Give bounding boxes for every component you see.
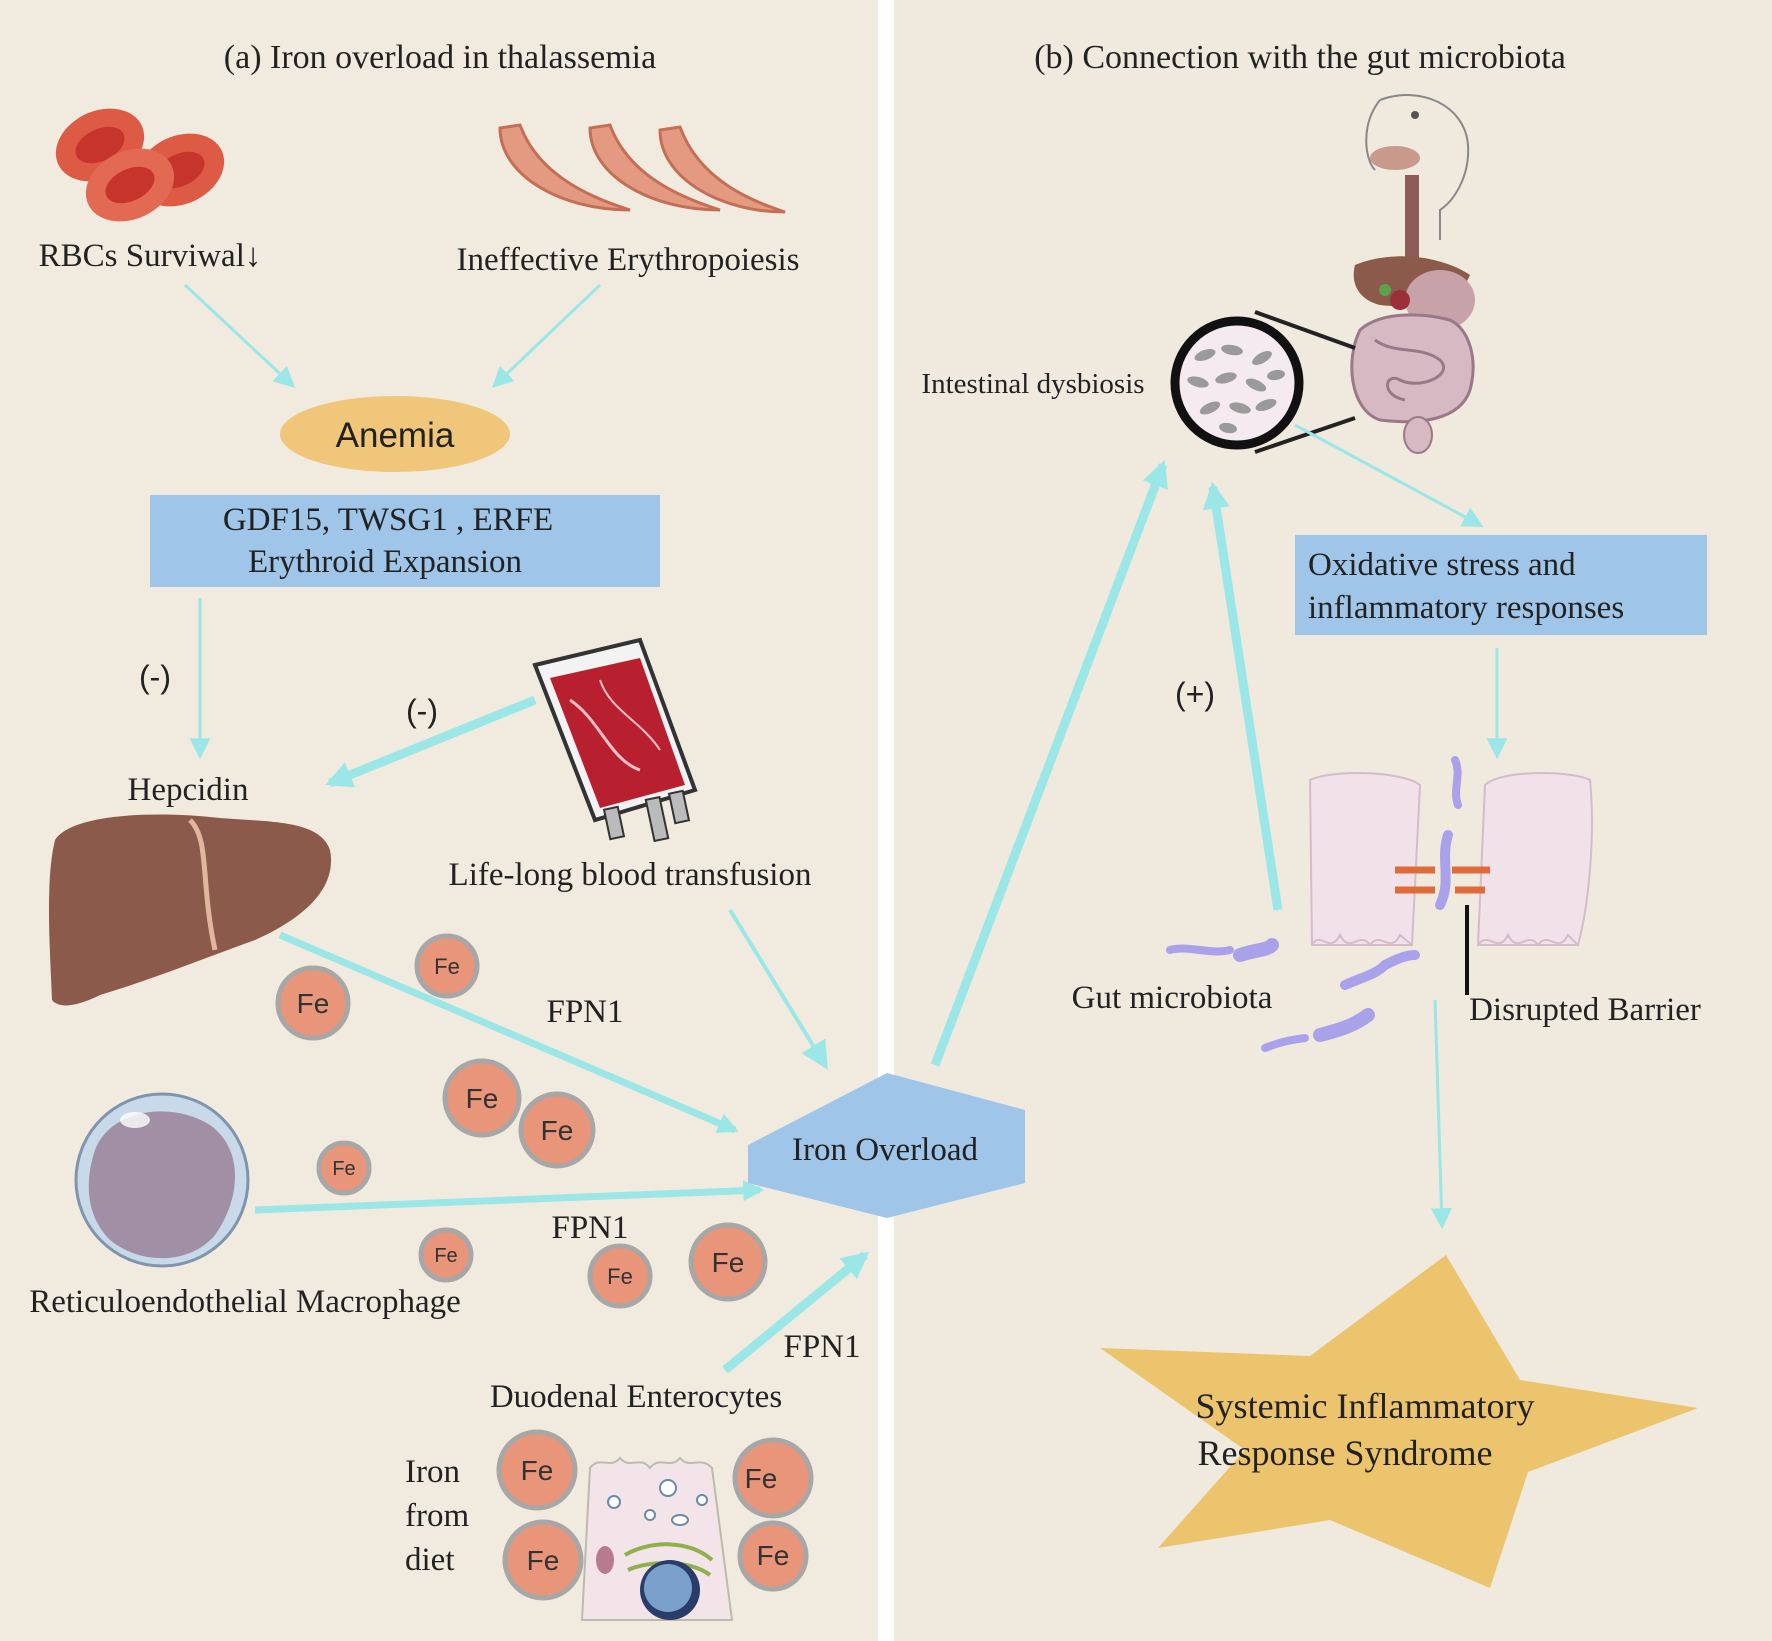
transfusion-label: Life-long blood transfusion bbox=[449, 857, 812, 893]
gut-microbiota-illustration bbox=[1166, 938, 1420, 1052]
panel-divider bbox=[878, 0, 894, 1641]
dietary-iron-particles: Fe Fe Fe Fe bbox=[496, 1429, 814, 1601]
digestive-system-illustration bbox=[1350, 94, 1475, 454]
sirs-line1: Systemic Inflammatory bbox=[1196, 1386, 1535, 1426]
oxidative-stress-line2: inflammatory responses bbox=[1308, 590, 1624, 626]
fe-circle: Fe bbox=[275, 965, 351, 1041]
promotion-sign: (+) bbox=[1175, 676, 1215, 712]
fe-circle: Fe bbox=[418, 1227, 474, 1283]
svg-text:Fe: Fe bbox=[757, 1540, 790, 1571]
hepcidin-label: Hepcidin bbox=[128, 772, 249, 808]
fpn1-label-enterocytes: FPN1 bbox=[783, 1329, 860, 1365]
svg-text:Fe: Fe bbox=[332, 1158, 355, 1180]
fe-circle: Fe bbox=[442, 1058, 522, 1138]
arrow-rbc-to-anemia bbox=[183, 283, 296, 388]
macrophage-label: Reticuloendothelial Macrophage bbox=[29, 1284, 461, 1320]
gut-microbiota-label: Gut microbiota bbox=[1072, 980, 1273, 1016]
sickle-cells-illustration bbox=[498, 123, 786, 214]
enterocyte-illustration bbox=[580, 1456, 734, 1621]
svg-text:Fe: Fe bbox=[521, 1455, 554, 1486]
erythroid-expansion-box bbox=[150, 495, 660, 587]
panel-a-title: (a) Iron overload in thalassemia bbox=[224, 39, 656, 76]
arrow-iron-overload-to-dysbiosis bbox=[930, 459, 1168, 1067]
fe-circle: Fe bbox=[732, 1437, 814, 1519]
arrow-enterocytes-to-iron-overload bbox=[722, 1251, 870, 1374]
svg-text:Fe: Fe bbox=[712, 1247, 745, 1278]
liver-illustration bbox=[48, 814, 332, 1006]
fe-circle: Fe bbox=[502, 1519, 584, 1601]
erythroid-expansion-label: Erythroid Expansion bbox=[248, 544, 522, 580]
disrupted-barrier-label: Disrupted Barrier bbox=[1469, 992, 1701, 1028]
iron-overload-node bbox=[748, 1073, 1025, 1218]
rbc-survival-label: RBCs Surviwal↓ bbox=[39, 238, 262, 274]
svg-text:Fe: Fe bbox=[434, 1245, 457, 1267]
inhibition-sign-gdf: (-) bbox=[139, 659, 171, 695]
arrow-erythropoiesis-to-anemia bbox=[491, 283, 602, 388]
arrow-liver-to-iron-overload bbox=[278, 931, 739, 1134]
iron-overload-label: Iron Overload bbox=[792, 1132, 979, 1168]
oxidative-stress-box bbox=[1295, 535, 1707, 635]
iron-particles: Fe Fe Fe Fe Fe Fe Fe Fe bbox=[275, 933, 768, 1309]
svg-text:Fe: Fe bbox=[607, 1264, 633, 1289]
iron-from-diet-line1: Iron bbox=[405, 1454, 460, 1490]
dysbiosis-magnifier bbox=[1170, 316, 1304, 450]
sirs-line2: Response Syndrome bbox=[1198, 1433, 1493, 1473]
fpn1-label-macrophage: FPN1 bbox=[551, 1210, 628, 1246]
arrow-microbiota-to-dysbiosis bbox=[1202, 481, 1283, 911]
anemia-label: Anemia bbox=[336, 416, 455, 455]
svg-text:Fe: Fe bbox=[434, 954, 460, 979]
anemia-node bbox=[280, 396, 510, 472]
arrow-barrier-to-sirs bbox=[1430, 999, 1452, 1230]
blood-bag-illustration bbox=[532, 637, 698, 843]
duodenal-enterocytes-label: Duodenal Enterocytes bbox=[490, 1379, 782, 1415]
intestinal-barrier-illustration bbox=[1308, 756, 1593, 995]
fe-circle: Fe bbox=[688, 1222, 768, 1302]
fpn1-label-liver: FPN1 bbox=[546, 994, 623, 1030]
fe-circle: Fe bbox=[518, 1091, 596, 1169]
arrow-transfusion-to-hepcidin bbox=[324, 695, 537, 788]
inhibition-sign-transfusion: (-) bbox=[406, 693, 438, 729]
fe-circle: Fe bbox=[414, 933, 480, 999]
panel-b-title: (b) Connection with the gut microbiota bbox=[1034, 39, 1566, 76]
fe-circle: Fe bbox=[496, 1429, 578, 1511]
sirs-star bbox=[1100, 1255, 1698, 1588]
fe-circle: Fe bbox=[737, 1520, 809, 1592]
fe-circle: Fe bbox=[587, 1243, 653, 1309]
fe-circle: Fe bbox=[316, 1140, 372, 1196]
svg-text:Fe: Fe bbox=[541, 1115, 574, 1146]
arrow-macrophage-to-iron-overload bbox=[254, 1180, 765, 1214]
intestinal-dysbiosis-label: Intestinal dysbiosis bbox=[921, 368, 1144, 400]
arrow-dysbiosis-to-oxidative bbox=[1294, 423, 1484, 527]
zoom-line-bottom bbox=[1254, 416, 1356, 454]
gdf-factors-label: GDF15, TWSG1 , ERFE bbox=[223, 502, 553, 538]
iron-from-diet-line3: diet bbox=[405, 1542, 454, 1578]
ineffective-erythropoiesis-label: Ineffective Erythropoiesis bbox=[456, 242, 799, 278]
iron-from-diet-line2: from bbox=[405, 1498, 469, 1534]
arrow-transfusion-to-iron-overload bbox=[728, 908, 828, 1070]
oxidative-stress-line1: Oxidative stress and bbox=[1308, 547, 1576, 583]
zoom-line-top bbox=[1254, 310, 1356, 350]
svg-text:Fe: Fe bbox=[745, 1463, 778, 1494]
svg-text:Fe: Fe bbox=[466, 1083, 499, 1114]
svg-text:Fe: Fe bbox=[297, 988, 330, 1019]
macrophage-illustration bbox=[74, 1092, 250, 1268]
red-blood-cells-illustration bbox=[55, 108, 225, 222]
svg-text:Fe: Fe bbox=[527, 1545, 560, 1576]
